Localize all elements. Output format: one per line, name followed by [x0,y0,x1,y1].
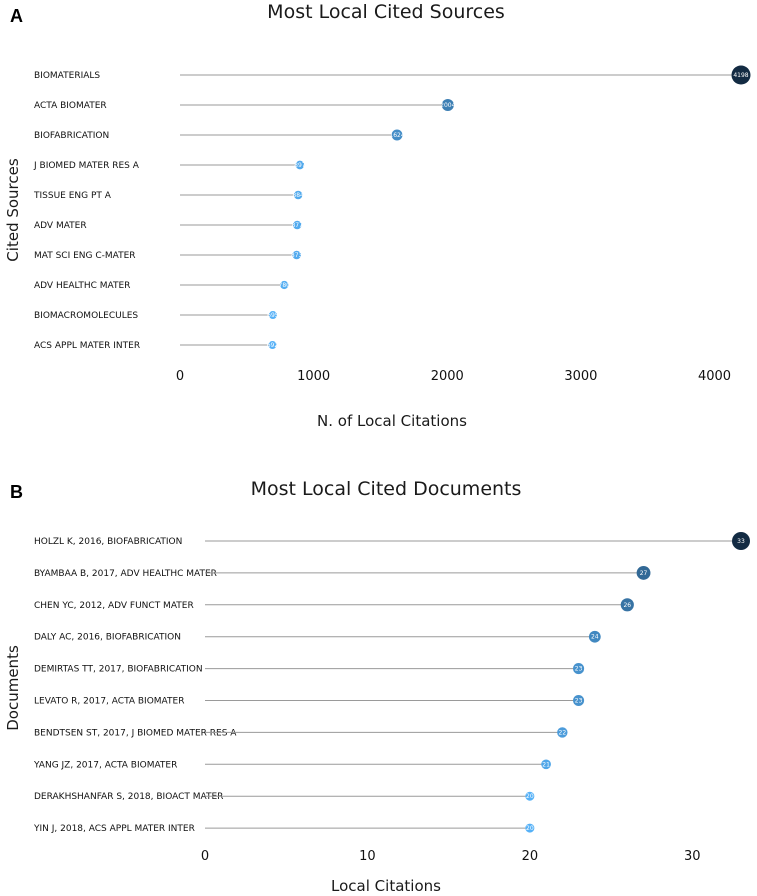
panel-b: B Most Local Cited Documents Local Citat… [4,478,750,895]
data-label: 20 [526,825,534,832]
data-label: 695 [267,312,279,319]
data-label: 23 [575,698,583,705]
category-label: LEVATO R, 2017, ACTA BIOMATER [34,697,184,707]
category-label: BIOMATERIALS [34,71,100,81]
data-label: 23 [575,666,583,673]
category-label: ACTA BIOMATER [34,101,107,111]
category-label: MAT SCI ENG C-MATER [34,251,136,261]
category-label: ADV MATER [34,221,87,231]
data-label: 4198 [733,72,748,79]
data-label: 22 [559,729,567,736]
lollipop-dot [292,220,302,230]
data-label: 24 [591,634,599,641]
data-label: 1624 [389,132,404,139]
category-label: BIOMACROMOLECULES [34,311,138,321]
lollipop-dot [588,630,601,643]
lollipop-dot [573,663,585,675]
x-tick-label: 0 [201,849,209,864]
category-label: J BIOMED MATER RES A [33,161,140,171]
chart-b-title: Most Local Cited Documents [251,478,522,500]
data-label: 33 [737,538,745,545]
x-tick-label: 3000 [564,369,597,384]
lollipop-dot [268,310,277,320]
data-label: 2004 [440,102,455,109]
chart-a-ylabel: Cited Sources [4,158,22,262]
x-tick-label: 1000 [297,369,330,384]
category-label: TISSUE ENG PT A [33,191,112,201]
data-label: 692 [267,342,279,349]
category-label: HOLZL K, 2016, BIOFABRICATION [34,537,182,547]
x-tick-label: 0 [176,369,184,384]
chart-b-ylabel: Documents [4,645,22,731]
data-label: 897 [294,162,306,169]
data-label: 27 [640,570,648,577]
lollipop-dot [573,694,585,707]
lollipop-dot [268,341,277,349]
category-label: DALY AC, 2016, BIOFABRICATION [34,633,181,643]
panel-b-letter: B [10,482,23,502]
category-label: YANG JZ, 2017, ACTA BIOMATER [33,760,177,770]
lollipop-dot [441,98,454,112]
lollipop-dot [636,565,651,580]
chart-b-xlabel: Local Citations [331,877,441,895]
panel-a-letter: A [10,6,23,26]
lollipop-dot [525,823,535,833]
data-label: 26 [623,602,631,609]
lollipop-dot [732,532,750,550]
data-label: 780 [279,282,291,289]
lollipop-dot [295,160,305,170]
x-tick-label: 2000 [431,369,464,384]
lollipop-dot [280,280,289,290]
panel-a: A Most Local Cited Sources N. of Local C… [4,1,751,430]
category-label: ACS APPL MATER INTER [34,341,140,351]
lollipop-dot [292,250,301,260]
category-label: CHEN YC, 2012, ADV FUNCT MATER [34,601,194,611]
category-label: DERAKHSHANFAR S, 2018, BIOACT MATER [34,792,223,802]
data-label: 884 [292,192,304,199]
lollipop-dot [525,791,535,801]
lollipop-dot [731,65,751,85]
lollipop-dot [557,727,568,738]
chart-a-xlabel: N. of Local Citations [317,412,467,430]
x-tick-label: 4000 [698,369,731,384]
category-label: DEMIRTAS TT, 2017, BIOFABRICATION [34,665,203,675]
data-label: 20 [526,793,534,800]
lollipop-dot [391,129,403,141]
x-tick-label: 30 [684,849,701,864]
category-label: BENDTSEN ST, 2017, J BIOMED MATER RES A [34,728,237,738]
data-label: 21 [542,761,550,768]
data-label: 873 [291,252,303,259]
category-label: BIOFABRICATION [34,131,109,141]
category-label: YIN J, 2018, ACS APPL MATER INTER [33,824,195,834]
category-label: BYAMBAA B, 2017, ADV HEALTHC MATER [34,569,217,579]
chart-a-title: Most Local Cited Sources [267,1,505,23]
lollipop-dot [541,759,551,770]
lollipop-dot [620,598,634,612]
lollipop-dot [293,190,303,200]
data-label: 877 [291,222,303,229]
x-tick-label: 20 [522,849,539,864]
category-label: ADV HEALTHC MATER [34,281,130,291]
x-tick-label: 10 [359,849,376,864]
